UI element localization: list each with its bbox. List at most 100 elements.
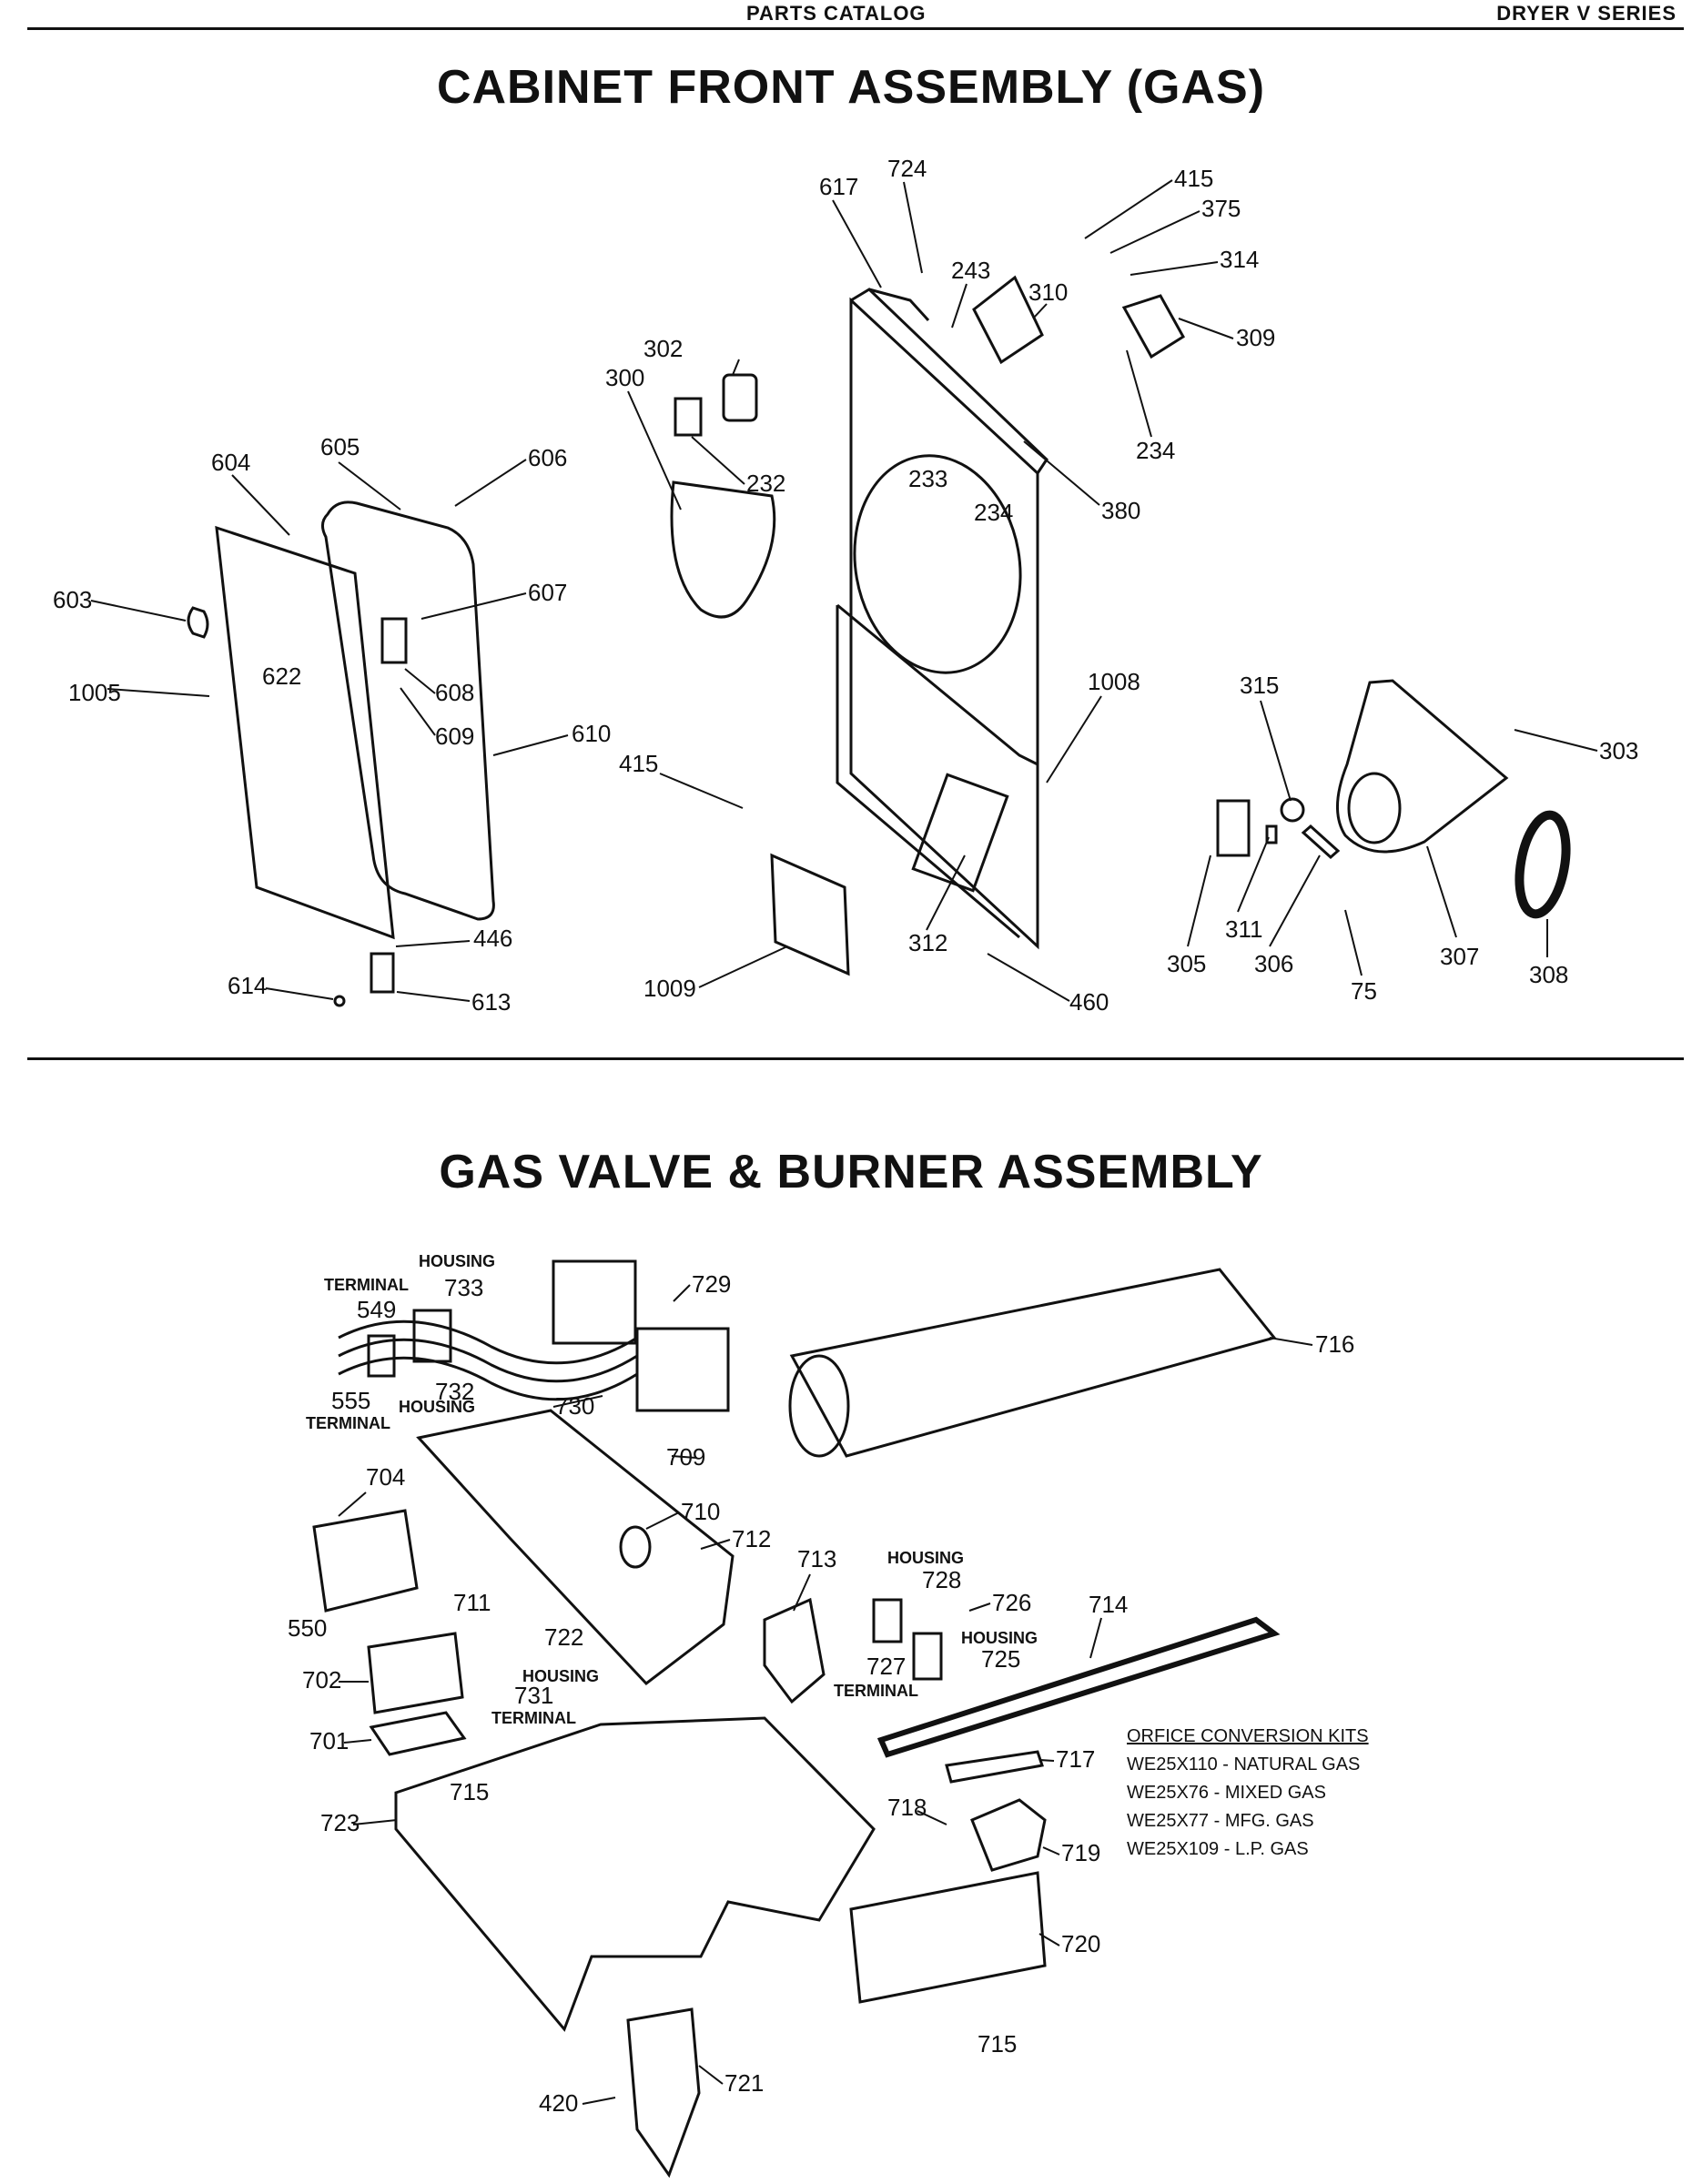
leader-line	[691, 436, 745, 485]
callout-labels-top: 617 724 415 375 314 243 310 309 302 300 …	[53, 155, 1638, 1016]
callout: 606	[528, 444, 567, 471]
leader-line	[1187, 854, 1211, 947]
leader-line	[492, 734, 569, 756]
switch-309	[1121, 294, 1186, 359]
callout: 311	[1225, 915, 1262, 943]
callout: 380	[1101, 497, 1140, 524]
leader-line	[951, 283, 968, 329]
leader-line	[1109, 210, 1201, 254]
callout: 314	[1220, 246, 1259, 273]
leader-line	[395, 940, 471, 947]
leader-line	[1126, 349, 1152, 438]
leader-line	[1344, 909, 1363, 976]
callout: 550	[288, 1614, 327, 1642]
kit-item: WE25X109 - L.P. GAS	[1127, 1839, 1309, 1859]
wire-harness	[338, 1320, 638, 1401]
callout: 232	[746, 470, 785, 497]
board-704	[312, 1509, 419, 1613]
gas-tube-714	[876, 1616, 1281, 1758]
shield-701	[369, 1711, 467, 1756]
callout: 716	[1315, 1330, 1354, 1358]
callout: 719	[1061, 1839, 1100, 1866]
elbow-713	[763, 1597, 826, 1704]
leader-line	[338, 1491, 367, 1517]
kit-item: WE25X110 - NATURAL GAS	[1127, 1754, 1361, 1774]
callout: 711	[453, 1589, 491, 1616]
leader-line	[832, 199, 882, 288]
leader-line	[420, 592, 527, 620]
thermostat-315	[1280, 797, 1305, 823]
leader-line	[698, 945, 788, 988]
terminal-label: TERMINAL	[834, 1682, 918, 1700]
callout: 712	[732, 1525, 771, 1552]
callout: 729	[692, 1270, 731, 1298]
callout-labels-bottom: 729 716 733 549 732 555 730 709 704 710 …	[288, 1270, 1354, 2117]
callout: 720	[1061, 1930, 1100, 1957]
callout: 233	[908, 465, 947, 492]
cabinet-front-1008	[849, 288, 1049, 950]
leader-line	[106, 688, 210, 697]
leader-line	[1038, 1933, 1060, 1946]
hinge-608	[380, 617, 408, 664]
callout: 613	[471, 988, 511, 1016]
duct-opening	[1347, 772, 1402, 844]
callout: 728	[922, 1566, 961, 1593]
callout: 75	[1351, 977, 1377, 1005]
connector-733	[412, 1309, 452, 1363]
gasket-302	[722, 373, 758, 422]
callout: 234	[974, 499, 1013, 526]
bracket-720	[849, 1871, 1047, 2004]
callout: 306	[1254, 950, 1293, 977]
transformer-base	[635, 1327, 730, 1412]
leader-line	[231, 474, 290, 536]
callout: 302	[643, 335, 683, 362]
leader-line	[645, 1512, 680, 1530]
valve-body-712	[416, 1409, 734, 1686]
section-title-gas-valve: GAS VALVE & BURNER ASSEMBLY	[439, 1146, 1263, 1198]
leader-line	[1178, 318, 1234, 339]
door-seal-610	[321, 500, 495, 921]
callout: 718	[887, 1794, 927, 1821]
callout: 702	[302, 1666, 341, 1694]
cabinet-parts	[187, 275, 1571, 1007]
igniter-717	[945, 1750, 1044, 1784]
leader-line	[903, 181, 923, 274]
leader-line	[352, 1819, 398, 1825]
leader-line	[1046, 695, 1102, 784]
callout: 617	[819, 173, 858, 200]
bracket-305	[1216, 799, 1251, 857]
leader-line	[926, 854, 966, 931]
lint-filter-300	[670, 480, 776, 619]
orifice-conversion-kits: ORFICE CONVERSION KITS WE25X110 - NATURA…	[1127, 1723, 1369, 1864]
handle-603	[187, 606, 209, 639]
leader-line	[1269, 854, 1321, 947]
callout: 605	[320, 433, 360, 460]
leader-line	[1042, 1846, 1060, 1855]
leader-line	[265, 987, 334, 1000]
callout: 310	[1028, 278, 1068, 306]
connector-725	[912, 1632, 943, 1681]
callout: 701	[309, 1727, 349, 1754]
bracket-721	[626, 2007, 701, 2179]
callout: 727	[866, 1653, 906, 1680]
leader-line	[793, 1573, 811, 1612]
callout: 713	[797, 1545, 836, 1572]
callout: 731	[514, 1682, 553, 1709]
toe-panel-1009	[770, 853, 850, 976]
valve-knob-710	[619, 1525, 652, 1569]
series-title: DRYER V SERIES	[1496, 2, 1677, 25]
front-panel-1005	[215, 525, 395, 940]
combustion-tube-716	[789, 1268, 1277, 1458]
kits-title: ORFICE CONVERSION KITS	[1127, 1726, 1369, 1746]
leader-line	[1260, 700, 1292, 802]
callout: 460	[1069, 988, 1109, 1016]
leader-lines-bottom	[338, 1284, 1313, 2105]
callout: 733	[444, 1274, 483, 1301]
callout: 715	[450, 1778, 489, 1805]
section-title-cabinet: CABINET FRONT ASSEMBLY (GAS)	[436, 61, 1266, 114]
catalog-title: PARTS CATALOG	[746, 2, 927, 25]
leader-line	[1237, 836, 1270, 913]
callout: 704	[366, 1463, 405, 1491]
callout: 309	[1236, 324, 1275, 351]
callout: 243	[951, 257, 990, 284]
